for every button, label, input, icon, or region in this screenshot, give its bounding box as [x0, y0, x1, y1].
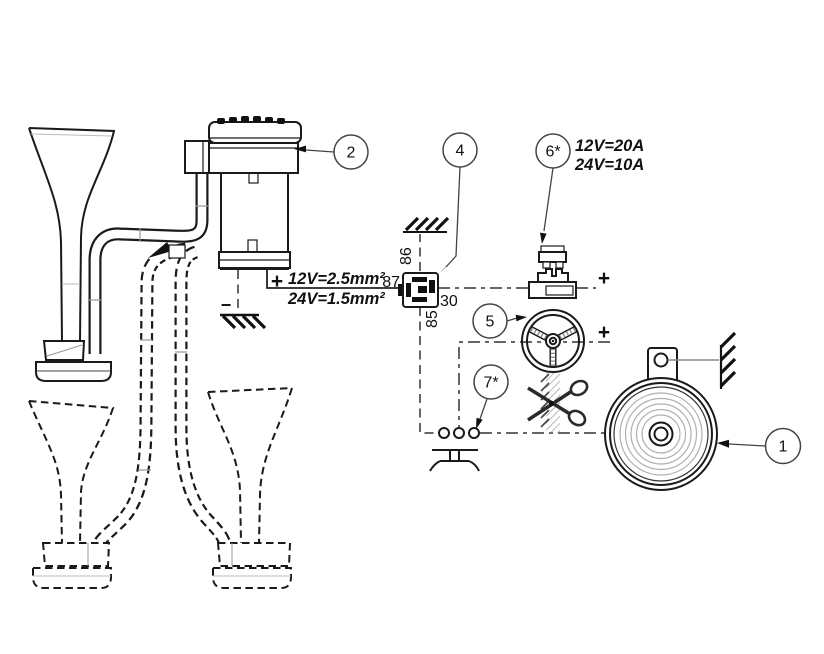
wire-steering-feed: [458, 341, 610, 427]
callout-5-steering-wheel: 5: [472, 303, 527, 339]
hose-joint-ticks: [89, 205, 209, 471]
callout-2-compressor: 2: [294, 134, 369, 170]
horn-bracket-hole: [653, 352, 669, 368]
plus-sign-compressor: +: [271, 270, 283, 293]
wire-relay-85-to-button: [419, 307, 438, 434]
minus-sign-compressor: −: [221, 295, 232, 315]
callout-6-label: 6*: [545, 144, 560, 161]
blade-fuse-body: [538, 251, 567, 263]
callout-1-label: 1: [779, 439, 788, 456]
compressor-air-outlet: [184, 140, 210, 174]
plus-sign-steering: +: [598, 321, 610, 344]
callout-4-label: 4: [456, 143, 465, 160]
wire-compressor-plus: [266, 270, 401, 289]
ground-symbol-relay: [403, 216, 450, 233]
relay: [398, 272, 439, 308]
hose-connector: [168, 244, 186, 259]
fuse-rating-line1: 12V=20A: [575, 137, 644, 155]
trumpet-horn-dashed-left: [28, 400, 115, 589]
callout-6-fuse: 6*: [535, 133, 571, 244]
trumpet-bell-body: [28, 127, 116, 342]
column-hatch-marks: [540, 373, 550, 428]
compressor-cap: [208, 121, 302, 144]
wire-gauge-line2: 24V=1.5mm²: [287, 290, 385, 308]
trumpet-horn-solid: [28, 127, 116, 382]
fuse-holder-clip: [537, 268, 569, 283]
horn-button: [429, 427, 480, 472]
fuse-rating-line2: 24V=10A: [574, 156, 644, 174]
relay-terminal-86: 86: [398, 247, 415, 265]
air-hose-dashed-left: [89, 242, 188, 555]
horn-button-pedestal: [429, 449, 480, 472]
relay-terminal-85: 85: [424, 310, 441, 328]
ground-symbol-horn: [719, 331, 737, 389]
relay-terminal-87: 87: [382, 274, 400, 291]
callout-1-disc-horn: 1: [717, 427, 802, 465]
horn-diaphragm-rings: [619, 392, 703, 476]
scissors-icon: [527, 379, 589, 427]
trumpet-horn-dashed-right: [207, 387, 293, 589]
compressor: [184, 116, 302, 270]
hose-junction-fitting: [148, 242, 172, 258]
relay-blades: [406, 277, 435, 302]
relay-terminal-30: 30: [440, 293, 458, 310]
steering-wheel: [521, 309, 585, 373]
callout-7-horn-button: 7*: [473, 364, 509, 429]
callout-4-relay: 4: [439, 132, 478, 274]
wiring-harness: [237, 234, 610, 434]
fuse-assembly: [528, 245, 577, 299]
callout-7-label: 7*: [483, 375, 498, 392]
plus-sign-fuse: +: [598, 267, 610, 290]
compressor-vents: [217, 116, 285, 124]
air-hoses: [88, 170, 233, 555]
relay-87-connector: [398, 284, 403, 296]
callout-2-label: 2: [347, 145, 356, 162]
callout-5-label: 5: [486, 314, 495, 331]
disc-horn: [604, 347, 719, 491]
ground-symbol-compressor: [220, 313, 267, 330]
wire-gauge-line1: 12V=2.5mm²: [288, 270, 385, 288]
